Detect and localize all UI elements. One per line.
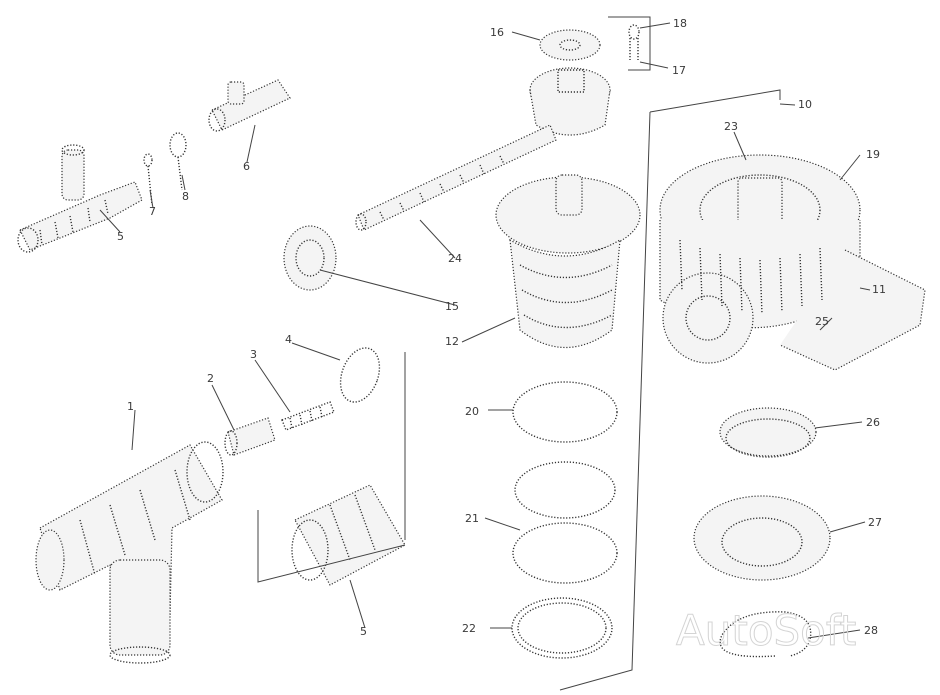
callout-27: 27: [868, 516, 882, 529]
callout-18: 18: [673, 17, 687, 30]
part-28-snap-ring: [719, 611, 812, 658]
callout-5-upper: 5: [117, 230, 124, 243]
part-5-lower-cap: [291, 484, 406, 586]
part-1-tee-housing: [35, 441, 224, 664]
callout-8: 8: [182, 190, 189, 203]
callout-17: 17: [672, 64, 686, 77]
part-19-gear-housing: [659, 154, 926, 371]
callout-11: 11: [872, 283, 886, 296]
callout-23: 23: [724, 120, 738, 133]
callout-2: 2: [207, 372, 214, 385]
part-7-pin: [143, 153, 153, 206]
callout-16: 16: [490, 26, 504, 39]
part-26-ring: [719, 407, 817, 458]
callout-6: 6: [243, 160, 250, 173]
part-14-shaft: [355, 124, 557, 231]
callout-28: 28: [864, 624, 878, 637]
part-2-nut: [224, 417, 276, 456]
callout-19: 19: [866, 148, 880, 161]
callout-3: 3: [250, 348, 257, 361]
callout-25: 25: [815, 315, 829, 328]
callout-numbers: 1 2 3 4 5 5 6 7 8 16 18 17 10 23 19 11 2…: [117, 17, 886, 638]
part-8-clip: [169, 132, 187, 191]
part-6-plug: [208, 79, 291, 132]
callout-5-lower: 5: [360, 625, 367, 638]
callout-1: 1: [127, 400, 134, 413]
callout-26: 26: [866, 416, 880, 429]
part-21-ring-lower: [512, 522, 618, 584]
part-20-ring: [512, 381, 618, 443]
callout-22: 22: [462, 622, 476, 635]
watermark-text: AutoSoft: [676, 606, 856, 655]
leader-lines: [99, 22, 871, 639]
callout-10: 10: [798, 98, 812, 111]
part-5-valve-body: [17, 144, 143, 253]
part-22-ring: [511, 597, 613, 659]
callout-15: 15: [445, 300, 459, 313]
callout-20: 20: [465, 405, 479, 418]
part-16-washer: [539, 29, 601, 61]
part-27-bearing: [693, 495, 831, 581]
callout-24: 24: [448, 252, 462, 265]
callout-4: 4: [285, 333, 292, 346]
part-12-main-cylinder: [495, 174, 641, 348]
part-21-ring: [514, 461, 616, 519]
part-15-knob: [283, 225, 337, 291]
part-3-spring: [281, 401, 335, 431]
part-4-ring: [339, 347, 381, 403]
part-13-top-cap: [529, 67, 611, 136]
callout-21: 21: [465, 512, 479, 525]
callout-7: 7: [149, 205, 156, 218]
callout-12: 12: [445, 335, 459, 348]
part-18-bolt: [628, 24, 640, 60]
group-brackets: [257, 16, 781, 691]
